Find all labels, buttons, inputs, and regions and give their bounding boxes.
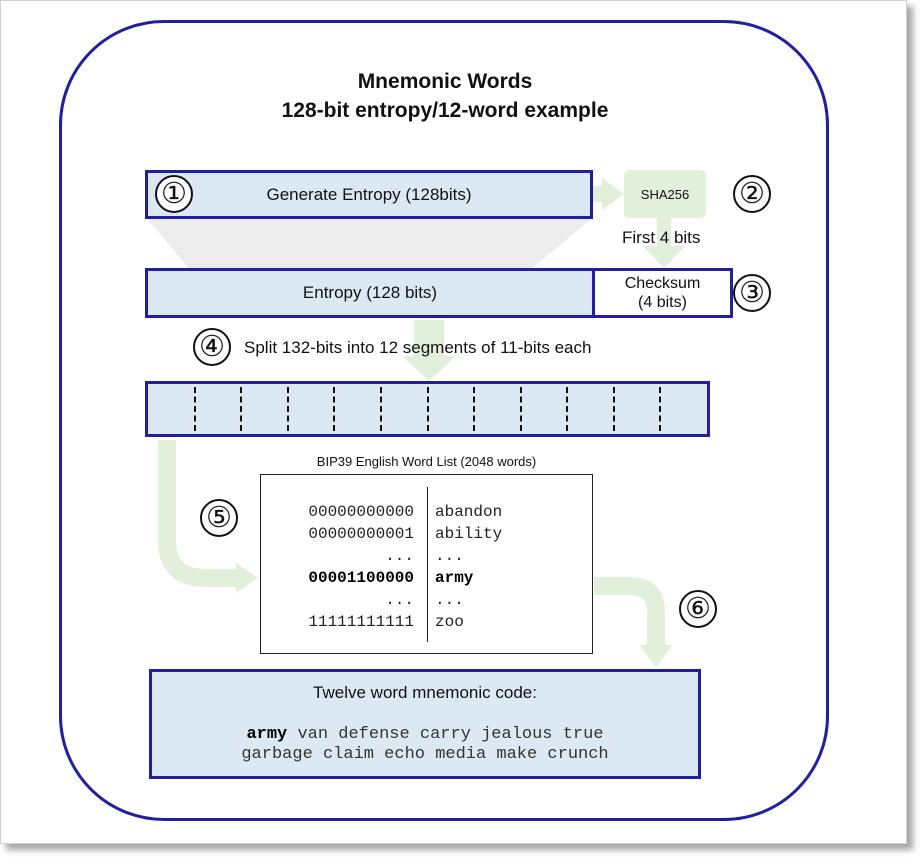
step-3-marker: ③ [733, 274, 771, 312]
arrow-segments-to-wordlist [158, 440, 258, 593]
sha256-label: SHA256 [640, 186, 690, 202]
segment-divider [333, 387, 336, 431]
diagram-subtitle: 128-bit entropy/12-word example [281, 99, 609, 122]
word-list-word: abandon [435, 503, 503, 521]
generate-entropy-box: Generate Entropy (128bits) [145, 170, 593, 219]
step-4-marker: ④ [193, 328, 231, 366]
word-list-bits: 11111111111 [308, 613, 414, 631]
split-label: Split 132-bits into 12 segments of 11-bi… [244, 338, 592, 357]
segment-divider [473, 387, 476, 431]
arrow-sha-to-checksum [643, 218, 685, 268]
checksum-size-label: (4 bits) [638, 294, 687, 311]
segment-divider [426, 387, 429, 431]
entropy-label: Entropy (128 bits) [302, 283, 438, 302]
diagram-title: Mnemonic Words [357, 70, 533, 93]
segment-divider [612, 387, 615, 431]
mnemonic-line-1-rest: van defense carry jealous true [287, 725, 604, 744]
step-1-marker: ① [155, 175, 193, 213]
word-list-word: army [435, 569, 474, 587]
arrow-entropy-to-segments [402, 320, 456, 381]
checksum-box: Checksum (4 bits) [592, 268, 733, 318]
sha256-box: SHA256 [624, 170, 706, 218]
segment-divider [659, 387, 662, 431]
mnemonic-heading: Twelve word mnemonic code: [313, 683, 537, 702]
word-list-word: zoo [435, 613, 464, 631]
step-5-marker: ⑤ [200, 499, 238, 537]
mnemonic-box: Twelve word mnemonic code: army van defe… [149, 669, 701, 779]
word-list-bits: ... [385, 547, 414, 565]
arrow-to-sha256 [592, 178, 624, 210]
segment-divider [379, 387, 382, 431]
word-list-word: ... [435, 591, 464, 609]
word-list-bits: ... [385, 591, 414, 609]
word-list-row: 11111111111 zoo [261, 613, 594, 635]
entropy-box: Entropy (128 bits) [145, 268, 595, 318]
step-2-marker: ② [733, 175, 771, 213]
outer-rounded-frame [59, 20, 829, 821]
word-list-row: 00000000000 abandon [261, 503, 594, 525]
mnemonic-line-2: garbage claim echo media make crunch [241, 745, 609, 764]
generate-entropy-label: Generate Entropy (128bits) [266, 184, 472, 204]
word-list-bits: 00000000000 [308, 503, 414, 521]
segment-divider [519, 387, 522, 431]
segment-divider [240, 387, 243, 431]
word-list-row: ...... [261, 547, 594, 569]
segment-divider [193, 387, 196, 431]
step-6-marker: ⑥ [679, 590, 717, 628]
word-list-row: 00001100000 army [261, 569, 594, 591]
word-list-box: 00000000000 abandon 00000000001 ability....… [260, 474, 593, 654]
word-list-word: ability [435, 525, 503, 543]
word-list-bits: 00001100000 [308, 569, 414, 587]
segment-divider [566, 387, 569, 431]
word-list-bits: 00000000001 [308, 525, 414, 543]
word-list-row: ...... [261, 591, 594, 613]
first-4-bits-label: First 4 bits [622, 228, 701, 247]
word-list-title: BIP39 English Word List (2048 words) [316, 454, 537, 469]
segment-divider [286, 387, 289, 431]
segments-bar [145, 381, 710, 437]
mnemonic-line-1: army van defense carry jealous true [152, 725, 698, 744]
entropy-funnel [147, 218, 592, 270]
word-list-row: 00000000001 ability [261, 525, 594, 547]
mnemonic-first-word: army [246, 725, 288, 744]
word-list-divider [427, 487, 428, 642]
word-list-word: ... [435, 547, 464, 565]
checksum-label: Checksum [624, 275, 701, 292]
arrow-wordlist-to-mnemonic [594, 577, 672, 668]
